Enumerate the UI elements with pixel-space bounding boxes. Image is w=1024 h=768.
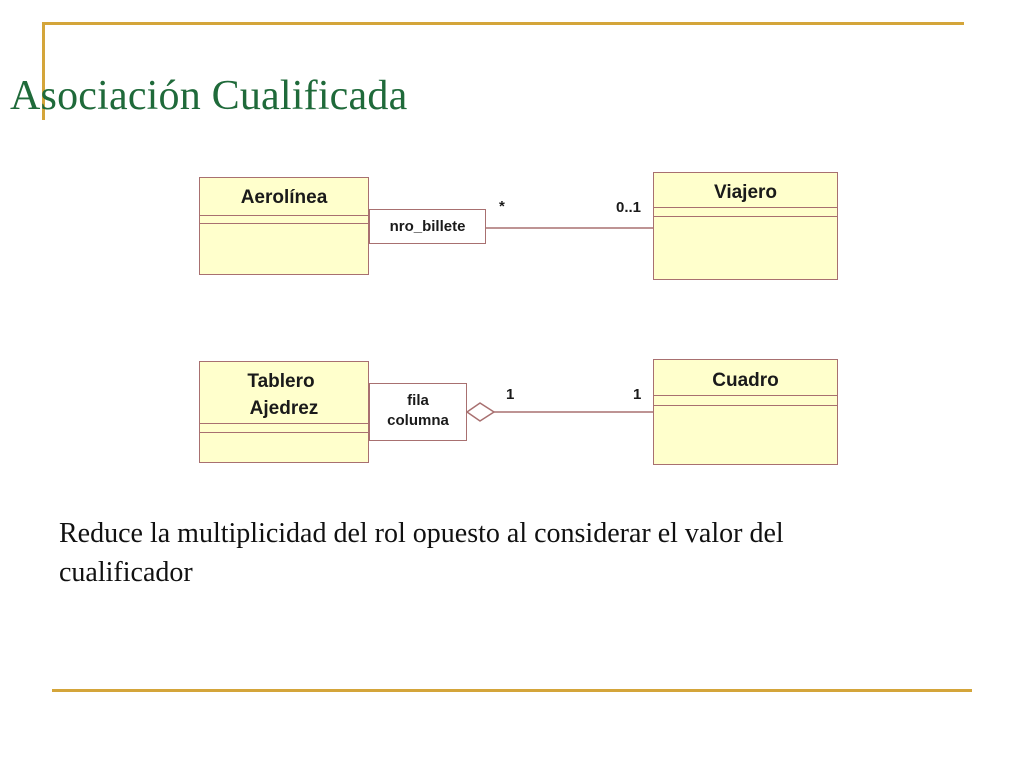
operation-separator [200,223,368,224]
qualifier-nro-billete[interactable]: nro_billete [369,209,486,244]
class-tablero-ajedrez[interactable]: Tablero Ajedrez [199,361,369,463]
attribute-separator [200,423,368,424]
operation-separator [654,405,837,406]
class-name: Aerolínea [240,187,328,208]
class-name: Viajero [713,182,778,203]
page-title: Asociación Cualificada [10,73,408,119]
description-text: Reduce la multiplicidad del rol opuesto … [59,518,784,588]
class-viajero[interactable]: Viajero [653,172,838,280]
right-multiplicity: 0..1 [616,199,642,216]
attribute-separator [654,395,837,396]
operation-separator [200,432,368,433]
qualifier-label: nro_billete [389,218,466,235]
class-name: Cuadro [712,370,779,391]
aggregation-diamond [465,402,496,422]
class-cuadro[interactable]: Cuadro [653,359,838,465]
bottom-frame-line [52,689,972,692]
qualifier-label-line1: fila [407,392,429,409]
left-multiplicity: 1 [506,386,515,403]
operation-separator [654,216,837,217]
class-aerolinea[interactable]: Aerolínea [199,177,369,275]
right-multiplicity: 1 [633,386,642,403]
attribute-separator [200,215,368,216]
class-name-line2: Ajedrez [249,398,319,419]
qualifier-fila-columna[interactable]: fila columna [369,383,467,441]
attribute-separator [654,207,837,208]
qualifier-label-line2: columna [387,412,449,429]
top-frame-line [42,22,964,25]
class-name-line1: Tablero [247,371,315,392]
left-multiplicity: * [499,198,505,215]
left-frame-line [42,22,45,120]
